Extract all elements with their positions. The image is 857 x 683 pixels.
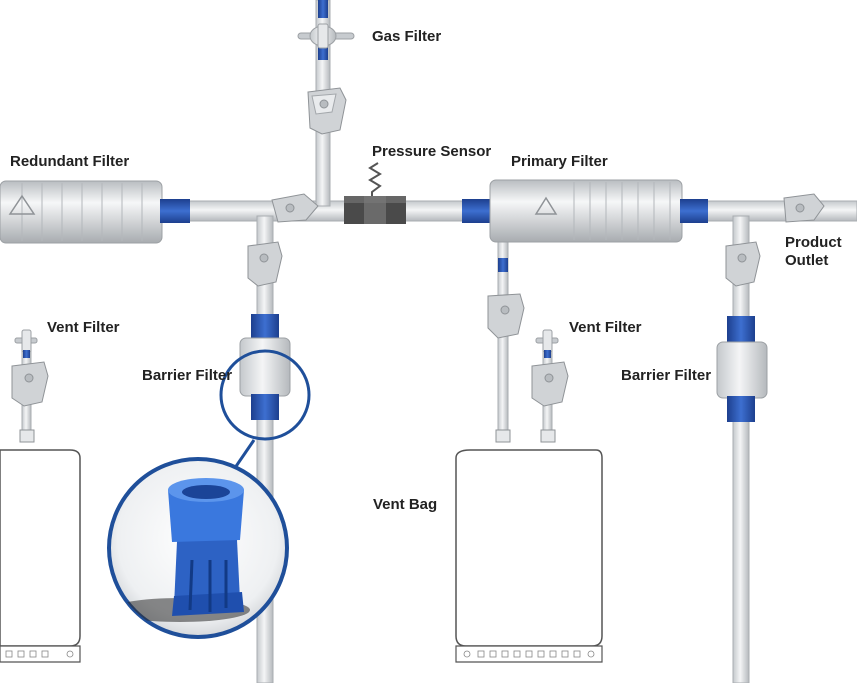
primary-filter-cartridge	[462, 179, 708, 272]
gas-filter	[297, 0, 355, 60]
pinch-clamp-vent-bag-line	[487, 293, 525, 339]
barrier-filter-right	[716, 316, 768, 422]
vent-filter-left-label: Vent Filter	[47, 319, 120, 336]
product-outlet-label: Product Outlet	[785, 234, 842, 269]
pinch-clamp-manifold-left	[271, 193, 319, 223]
pressure-sensor-label: Pressure Sensor	[372, 143, 492, 160]
barrier-filter-left-label: Barrier Filter	[142, 367, 233, 384]
barrier-filter-left	[239, 314, 291, 420]
vent-filter-right-label: Vent Filter	[569, 319, 642, 336]
blue-barrier-connector-closeup-icon	[110, 478, 250, 622]
pinch-clamp-gas	[307, 87, 347, 135]
primary-filter-label: Primary Filter	[511, 153, 608, 170]
pinch-clamp-left-drop	[247, 241, 283, 287]
vent-filter-right	[531, 329, 569, 407]
vent-bag-left	[0, 429, 81, 663]
redundant-filter-cartridge	[0, 180, 190, 244]
vent-bag-label: Vent Bag	[373, 496, 438, 513]
gas-filter-label: Gas Filter	[372, 28, 442, 45]
vent-filter-left	[11, 329, 49, 407]
callout-magnifier	[107, 349, 311, 639]
redundant-filter-label: Redundant Filter	[10, 153, 130, 170]
pinch-clamp-product-outlet	[783, 193, 825, 223]
pressure-sensor	[344, 162, 406, 224]
barrier-filter-right-label: Barrier Filter	[621, 367, 712, 384]
pinch-clamp-right-drop	[725, 241, 761, 287]
vent-bag-middle	[455, 429, 603, 663]
